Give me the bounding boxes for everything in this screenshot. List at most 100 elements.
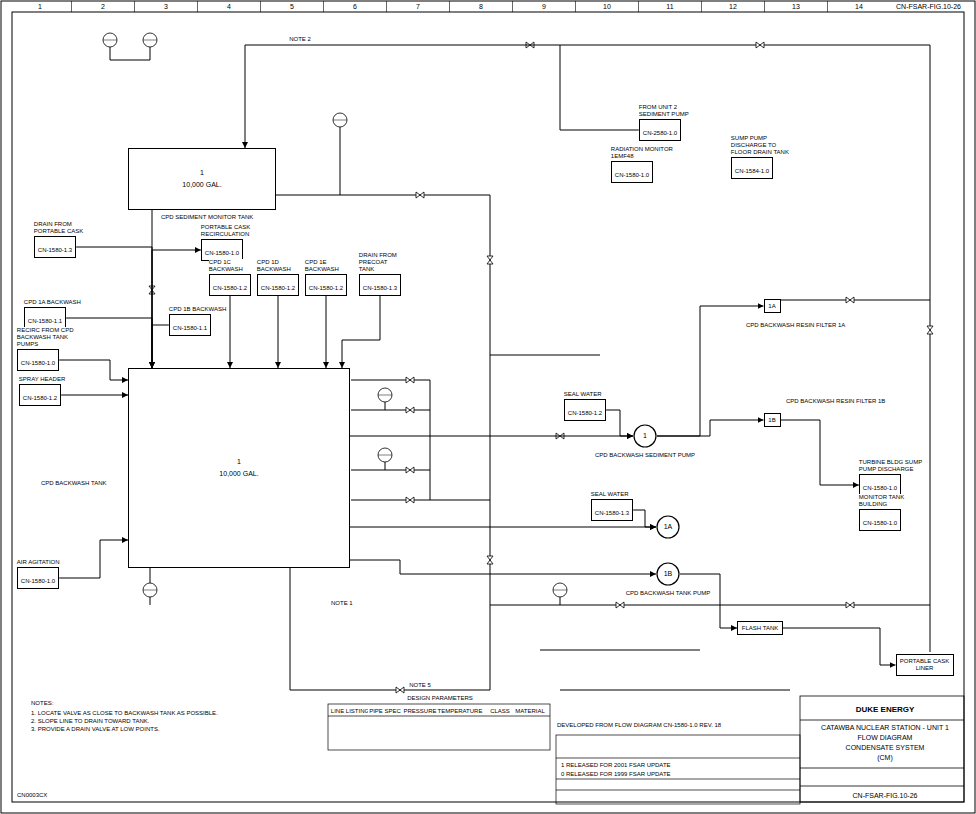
drawing-label: 10 [602,3,612,11]
drawing-number: CN-1580-1.2 [23,395,57,401]
pipe-connector [783,628,896,665]
pipe-connector [633,510,656,527]
drawing-number: CN-1580-1.3 [38,247,72,253]
pipe-connector [342,296,380,368]
drawing-number: CN-2580-1.0 [643,130,677,136]
pipe-connector [781,420,859,485]
drawing-label: NOTE 5 [408,682,432,689]
connector-box: CN-1580-1.2 [209,274,251,296]
drawing-label: 3. PROVIDE A DRAIN VALVE AT LOW POINTS. [30,726,161,733]
drawing-label: 5 [289,3,295,11]
connector-box: CN-1580-1.3 [34,236,76,258]
title-block [800,720,964,786]
pipe-line [540,650,700,651]
pipe-line [490,605,930,606]
pipe-line [560,597,561,605]
drawing-label: MATERIAL [514,708,546,715]
drawing-label: 11 [665,3,674,11]
valve-symbol [406,467,414,473]
drawing-label: CATAWBA NUCLEAR STATION - UNIT 1 [820,724,950,732]
pipe-line [930,605,931,652]
pipe-line [780,300,930,301]
off-page-connector: MONITOR TANK BUILDINGCN-1580-1.0 [859,494,924,531]
off-page-connector: AIR AGITATIONCN-1580-1.0 [17,559,61,589]
connector-heading: TURBINE BLDG SUMP PUMP DISCHARGE [859,459,923,473]
connector-heading: RECIRC FROM CPD BACKWASH TANK PUMPS [17,327,81,348]
pipe-line [351,380,490,500]
valve-symbol [927,326,933,334]
drawing-label: (CM) [876,754,894,762]
drawing-label: CN-FSAR-FIG.10-26 [895,3,962,11]
off-page-connector: CPD 1D BACKWASHCN-1580-1.2 [257,259,302,296]
pipe-line [490,355,600,356]
drawing-label: 1 RELEASED FOR 2001 FSAR UPDATE [560,762,672,769]
revision-block [556,735,800,804]
drawing-number: CN-1580-1.1 [28,318,62,324]
instrument-bubble [143,33,157,47]
drawing-number: CN-1580-1.2 [309,285,343,291]
pipe-line [276,195,490,196]
table-grid [328,716,550,717]
connector-heading: RADIATION MONITOR 1EMF48 [611,146,675,160]
pump-symbol: 1B [656,562,680,586]
drawing-number: CN-1584-1.0 [735,168,769,174]
tank-label: 1 [237,458,241,466]
pipe-line [110,47,150,60]
drawing-number: CN-1580-1.0 [21,360,55,366]
off-page-connector: CPD 1A BACKWASHCN-1580-1.1 [24,299,83,329]
valve-symbol [406,377,414,383]
pipe-connector [278,296,279,368]
equipment-label: 1B [768,417,777,424]
drawing-number: CN-1580-1.1 [173,325,207,331]
drawing-label: 6 [352,3,358,11]
pipe-connector [606,410,633,436]
drawing-number: CN-1580-1.0 [863,520,897,526]
pipe-line [110,45,930,690]
valve-symbol [406,497,414,503]
connector-box: CN-1580-1.0 [17,567,59,589]
connector-heading: SPRAY HEADER [19,376,67,383]
off-page-connector: PORTABLE CASK RECIRCULATION CN-1580-1.0 [201,224,266,261]
drawing-label: NOTE 1 [330,600,354,607]
pipe-connector [350,560,656,574]
off-page-connector: RECIRC FROM CPD BACKWASH TANK PUMPS CN-15… [17,327,82,371]
revision-block [556,735,800,804]
drawing-number: CN-1580-1.2 [568,410,602,416]
drawing-label: CPD BACKWASH RESIN FILTER 1B [785,398,886,405]
drawing-label: CPD BACKWASH RESIN FILTER 1A [745,322,846,329]
instrument-bubble [103,33,567,597]
drawing-label: PIPE SPEC [368,708,402,715]
valve-symbol [846,602,854,608]
drawing-label: 13 [791,3,801,11]
drawing-number: CN-1580-1.0 [863,485,897,491]
equipment-label: FLASH TANK [741,625,779,632]
drawing-number: CN-1580-1.2 [213,285,247,291]
valve-symbol [406,407,414,413]
tank-label: 10,000 GAL. [182,181,221,189]
connector-heading: PORTABLE CASK RECIRCULATION [201,224,265,238]
connector-heading: DRAIN FROM PORTABLE CASK [34,221,98,235]
pipe-connector [59,540,128,578]
valve-symbol [846,297,854,303]
equipment-box: PORTABLE CASK LINER [896,654,954,676]
drawing-number: CN-1580-1.0 [205,250,239,256]
drawing-label: 4 [226,3,232,11]
table-grid [328,704,550,750]
pipe-connector [657,420,764,436]
connector-heading: SUMP PUMP DISCHARGE TO FLOOR DRAIN TANK [731,135,795,156]
title-block [800,696,964,802]
drawing-label: 3 [163,3,169,11]
valve-symbol [487,556,493,564]
drawing-label: PRESSURE [402,708,437,715]
connector-box: CN-1580-1.1 [169,314,211,336]
pump-outline [634,425,656,447]
drawing-label: DESIGN PARAMETERS [406,695,474,702]
connector-box: CN-1580-1.2 [19,384,61,406]
drawing-number: CN-1580-1.0 [615,172,649,178]
drawing-label: 2 [100,3,106,11]
valve-symbol [616,602,624,608]
title-block [800,696,964,802]
off-page-connector: CPD 1B BACKWASHCN-1580-1.1 [169,306,228,336]
pump-symbol: 1A [656,515,680,539]
